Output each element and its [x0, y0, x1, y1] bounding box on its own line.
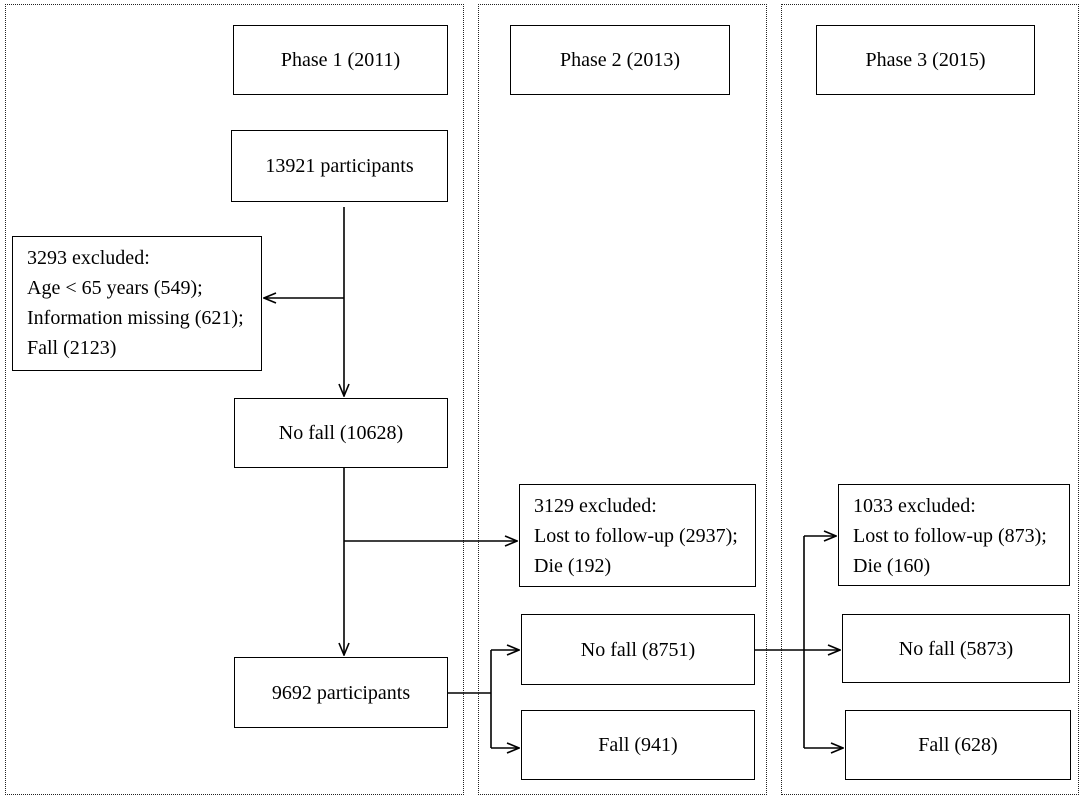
fall-phase3-box: Fall (628) — [845, 710, 1071, 780]
phase3-header: Phase 3 (2015) — [816, 25, 1035, 95]
phase2-header-label: Phase 2 (2013) — [560, 49, 680, 71]
excluded-phase2-title: 3129 excluded: — [534, 495, 657, 517]
excluded-phase3-line1: Lost to follow-up (873); — [853, 525, 1047, 547]
fall-phase2-box: Fall (941) — [521, 710, 755, 780]
no-fall-phase2-label: No fall (8751) — [580, 638, 696, 661]
phase1-panel — [5, 4, 464, 795]
phase3-panel — [781, 4, 1079, 795]
excluded-baseline-box: 3293 excluded: Age < 65 years (549); Inf… — [12, 236, 262, 371]
excluded-phase3-box: 1033 excluded: Lost to follow-up (873); … — [838, 484, 1070, 586]
excluded-phase2-line2: Die (192) — [534, 555, 612, 577]
fall-phase3-label: Fall (628) — [918, 734, 998, 756]
start-participants-box: 13921 participants — [231, 130, 448, 202]
phase1-header: Phase 1 (2011) — [233, 25, 448, 95]
excluded-baseline-line3: Fall (2123) — [27, 337, 117, 359]
no-fall-baseline-label: No fall (10628) — [278, 422, 404, 444]
participants-followup-box: 9692 participants — [234, 657, 448, 728]
no-fall-phase3-box: No fall (5873) — [842, 614, 1070, 683]
excluded-baseline-line1: Age < 65 years (549); — [27, 277, 203, 299]
fall-phase2-label: Fall (941) — [598, 734, 678, 756]
no-fall-phase2-box: No fall (8751) — [521, 614, 755, 685]
phase2-panel — [478, 4, 767, 795]
start-participants-label: 13921 participants — [265, 155, 414, 177]
participants-followup-label: 9692 participants — [271, 681, 411, 704]
excluded-baseline-line2: Information missing (621); — [27, 307, 244, 329]
no-fall-baseline-box: No fall (10628) — [234, 398, 448, 468]
excluded-phase3-title: 1033 excluded: — [853, 495, 976, 517]
no-fall-phase3-label: No fall (5873) — [898, 637, 1014, 660]
excluded-baseline-title: 3293 excluded: — [27, 247, 150, 269]
excluded-phase3-line2: Die (160) — [853, 555, 931, 577]
phase3-header-label: Phase 3 (2015) — [865, 49, 986, 71]
excluded-phase2-line1: Lost to follow-up (2937); — [534, 525, 738, 547]
phase2-header: Phase 2 (2013) — [510, 25, 730, 95]
phase1-header-label: Phase 1 (2011) — [280, 49, 401, 71]
excluded-phase2-box: 3129 excluded: Lost to follow-up (2937);… — [519, 484, 756, 587]
